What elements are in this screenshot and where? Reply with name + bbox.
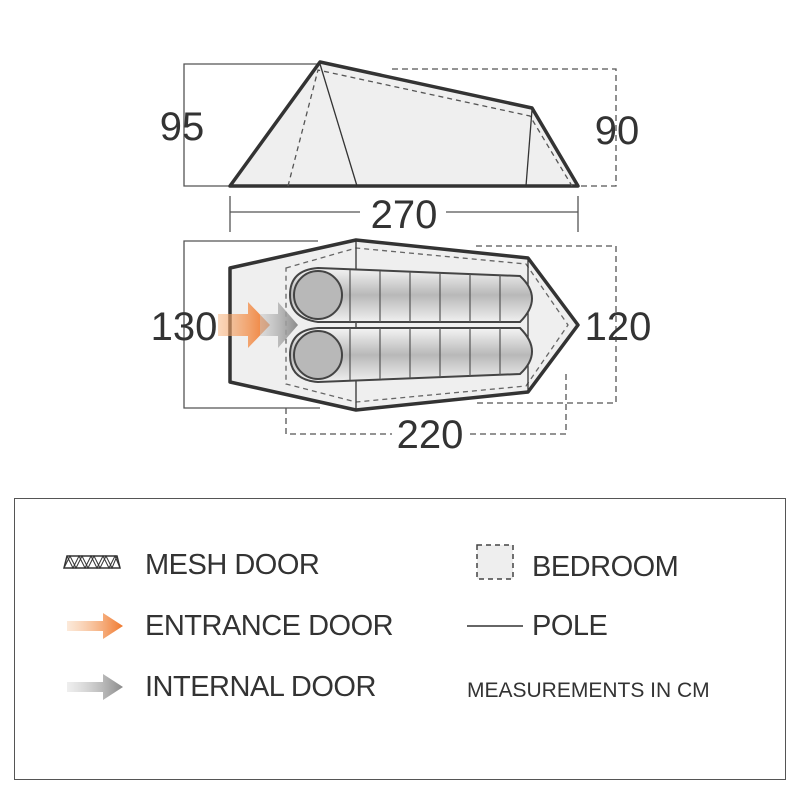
dim-side-length: 270 [371, 193, 438, 237]
legend-units-note: MEASUREMENTS IN CM [467, 679, 710, 702]
bedroom-legend-icon [476, 544, 514, 580]
mesh-door-icon [63, 555, 121, 569]
side-view: 95 90 270 [160, 60, 640, 237]
dim-side-height-rear: 90 [595, 109, 640, 153]
sleeping-bag-lower [288, 327, 533, 384]
legend-entrance-door-label: ENTRANCE DOOR [145, 610, 394, 642]
entrance-door-arrow-icon [218, 302, 270, 348]
bedroom-length-guide-right [470, 372, 567, 435]
dim-top-width-rear: 120 [585, 305, 652, 349]
top-bedroom-outline [285, 247, 569, 403]
pole-legend-icon [467, 625, 523, 627]
dim-top-length: 220 [397, 413, 464, 457]
top-view: 130 120 220 [151, 238, 652, 457]
legend-internal-door-label: INTERNAL DOOR [145, 671, 376, 703]
entrance-door-legend-icon [67, 613, 123, 639]
tent-dimension-diagram: 95 90 270 [151, 60, 652, 457]
dim-side-height-front: 95 [160, 105, 205, 149]
width-guide-front [183, 240, 320, 409]
internal-door-arrow-icon [260, 302, 298, 348]
side-pole-front [319, 63, 358, 187]
internal-door-legend-icon [67, 674, 123, 700]
side-flysheet [228, 60, 580, 188]
side-pole-rear [525, 109, 533, 187]
legend-box: MESH DOOR ENTRANCE DOOR INTERNAL DOOR BE… [14, 498, 786, 780]
sleeping-bag-upper [288, 266, 533, 323]
height-guide-rear [392, 68, 617, 187]
legend-bedroom-label: BEDROOM [532, 551, 679, 583]
side-bedroom-outline [287, 69, 573, 187]
bedroom-length-guide [285, 408, 392, 435]
width-guide-rear [476, 245, 617, 404]
legend-mesh-door-label: MESH DOOR [145, 549, 320, 581]
legend-pole-label: POLE [532, 610, 608, 642]
dim-top-width-front: 130 [151, 305, 218, 349]
height-guide-front [183, 63, 320, 187]
